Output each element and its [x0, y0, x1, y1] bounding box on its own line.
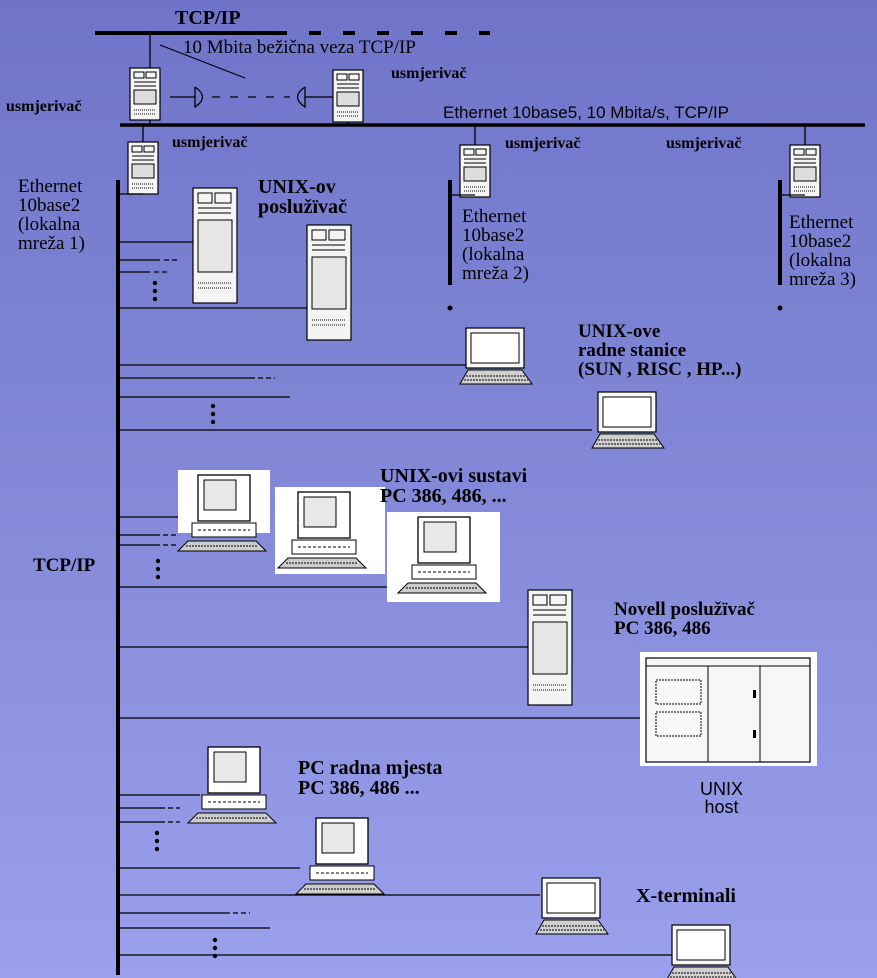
unix-host-icon [640, 652, 817, 766]
top-backbone-label: TCP/IP [175, 8, 241, 28]
antenna-left-icon [195, 87, 203, 107]
router-2-icon [333, 70, 363, 122]
wireless-link-label: 10 Mbita bežična veza TCP/IP [183, 38, 416, 57]
router-5-icon [790, 145, 820, 197]
router-label-5: usmjerivač [666, 136, 742, 152]
router-label-2: usmjerivač [391, 66, 467, 82]
novell-server-icon [528, 590, 572, 705]
unix-server-1-icon [193, 188, 237, 303]
pc-workstation-2-icon [296, 818, 384, 894]
ethernet-backbone-label: Ethernet 10base5, 10 Mbita/s, TCP/IP [443, 104, 729, 121]
x-terminal-2-icon [666, 925, 738, 978]
router-label-3: usmjerivač [172, 135, 248, 151]
workstation-1-icon [460, 328, 532, 384]
router-label-4: usmjerivač [505, 136, 581, 152]
router-1-icon [130, 68, 160, 120]
continuation-dots [153, 281, 217, 958]
pc-workstation-1-icon [188, 747, 276, 823]
main-bus-label: TCP/IP [33, 556, 95, 575]
workstation-2-icon [592, 392, 664, 448]
router-4-icon [460, 145, 490, 197]
unix-server-2-icon [307, 225, 351, 340]
router-label-1: usmjerivač [6, 99, 82, 115]
x-terminal-1-icon [536, 878, 608, 934]
router-3-icon [128, 142, 158, 194]
antenna-right-icon [298, 87, 306, 107]
x-terminals-label: X-terminali [636, 886, 736, 906]
